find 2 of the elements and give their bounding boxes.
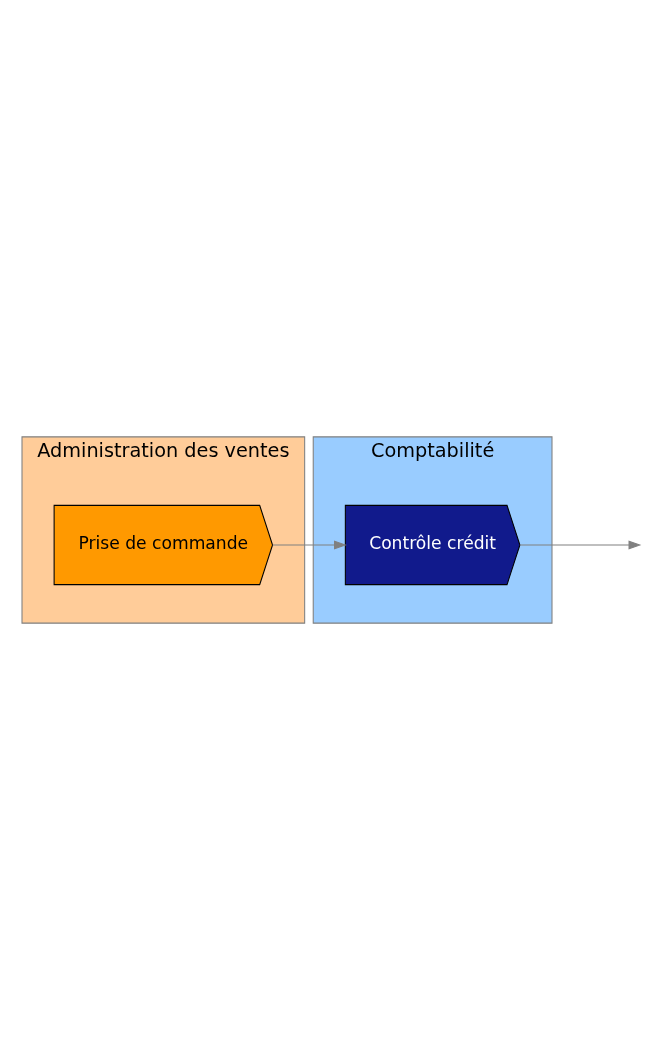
arrow	[519, 540, 642, 550]
arrow	[272, 540, 347, 550]
